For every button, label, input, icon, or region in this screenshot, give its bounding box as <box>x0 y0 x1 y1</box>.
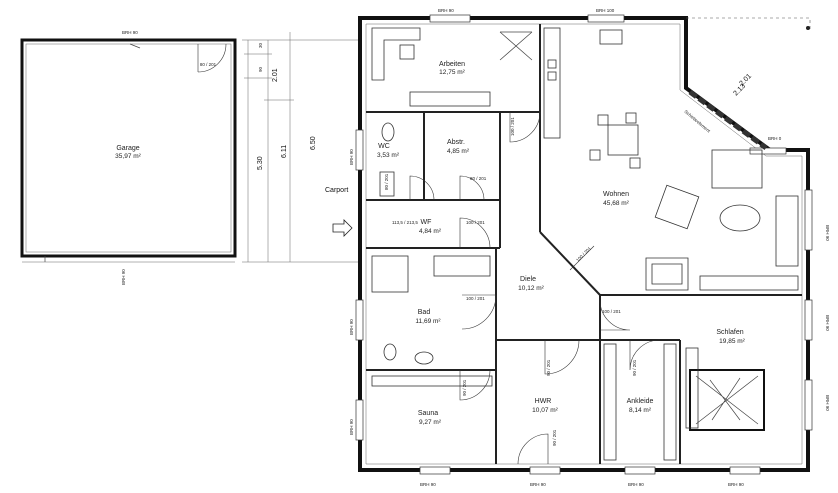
schlafen-name: Schlafen <box>716 329 743 336</box>
dim-611: 6.11 <box>281 145 288 158</box>
door-label-hwr-ext: 90 / 201 <box>552 429 557 446</box>
dim-90: 90 <box>258 66 263 72</box>
bad-area: 11,69 m² <box>415 318 441 325</box>
door-label-wohnen: 100 / 201 <box>575 246 592 263</box>
garage-brh-label: BRH 90 <box>122 30 138 35</box>
schlafen-area: 19,85 m² <box>719 338 745 345</box>
wc-area: 3,53 m² <box>377 152 400 159</box>
door-label-sauna: 90 / 201 <box>462 379 467 396</box>
hwr-name: HWR <box>535 398 552 405</box>
brh-left-3: BRH 90 <box>349 419 354 435</box>
dimension-lines: 5.30 6.11 6.50 2.01 90 30 <box>242 32 360 263</box>
interior-walls <box>366 24 802 464</box>
wf-name: WF <box>421 219 432 226</box>
doors <box>409 111 661 465</box>
windows <box>355 14 813 475</box>
arbeiten-name: Arbeiten <box>439 61 465 68</box>
brh-right-0: BRH 0 <box>768 136 782 141</box>
brh-left-1: BRH 90 <box>349 149 354 165</box>
garage-name: Garage <box>116 145 139 152</box>
door-label-schlafen: 100 / 201 <box>602 309 621 314</box>
ankleide-name: Ankleide <box>627 398 654 405</box>
diele-name: Diele <box>520 276 536 283</box>
garage: Garage 35,97 m² 80 / 201 BRH 90 BRH 90 <box>20 30 237 285</box>
dim-650: 6.50 <box>310 136 317 150</box>
dim-530: 5.30 <box>257 156 264 170</box>
arbeiten-area: 12,75 m² <box>439 69 465 76</box>
sauna-area: 9,27 m² <box>419 419 442 426</box>
furniture <box>371 27 799 461</box>
entrance-arrow-icon <box>332 219 353 237</box>
door-label-entrance: 113,5 / 213,5 <box>392 220 418 225</box>
door-label-hwr: 90 / 201 <box>546 359 551 376</box>
door-label-abstr: 80 / 201 <box>470 176 487 181</box>
marker-dot-icon <box>806 26 810 30</box>
garage-bottom-label: BRH 90 <box>121 269 126 285</box>
wohnen-area: 45,68 m² <box>603 200 629 207</box>
brh-right-1: BRH 90 <box>825 225 830 241</box>
brh-bottom-2: BRH 90 <box>530 482 546 487</box>
door-label-ankleide: 90 / 201 <box>632 359 637 376</box>
dim-30: 30 <box>258 42 263 48</box>
wf-area: 4,84 m² <box>419 228 442 235</box>
hwr-area: 10,07 m² <box>532 407 558 414</box>
wohnen-name: Wohnen <box>603 191 629 198</box>
brh-right-2: BRH 90 <box>825 315 830 331</box>
brh-top-1: BRH 90 <box>438 8 454 13</box>
garage-area: 35,97 m² <box>115 153 141 160</box>
bad-name: Bad <box>418 309 431 316</box>
brh-bottom-3: BRH 90 <box>628 482 644 487</box>
brh-right-3: BRH 90 <box>825 395 830 411</box>
abstr-area: 4,85 m² <box>447 148 470 155</box>
door-label-arbeiten: 100 / 201 <box>510 117 515 136</box>
door-label-bad: 100 / 201 <box>466 296 485 301</box>
brh-bottom-1: BRH 90 <box>420 482 436 487</box>
brh-top-2: BRH 100 <box>596 8 615 13</box>
wc-name: WC <box>378 143 390 150</box>
abstr-name: Abstr. <box>447 139 465 146</box>
door-label-wf: 100 / 201 <box>466 220 485 225</box>
ankleide-area: 8,14 m² <box>629 407 652 414</box>
door-label-wc: 80 / 201 <box>384 173 389 190</box>
schiebeelement-label: Schiebeelement <box>683 109 712 134</box>
dim-201: 2.01 <box>272 68 279 82</box>
carport-label: Carport <box>325 187 348 194</box>
garage-door-label: 80 / 201 <box>200 62 217 67</box>
sauna-name: Sauna <box>418 410 438 417</box>
diele-area: 10,12 m² <box>518 285 544 292</box>
brh-left-2: BRH 90 <box>349 319 354 335</box>
brh-bottom-4: BRH 90 <box>728 482 744 487</box>
